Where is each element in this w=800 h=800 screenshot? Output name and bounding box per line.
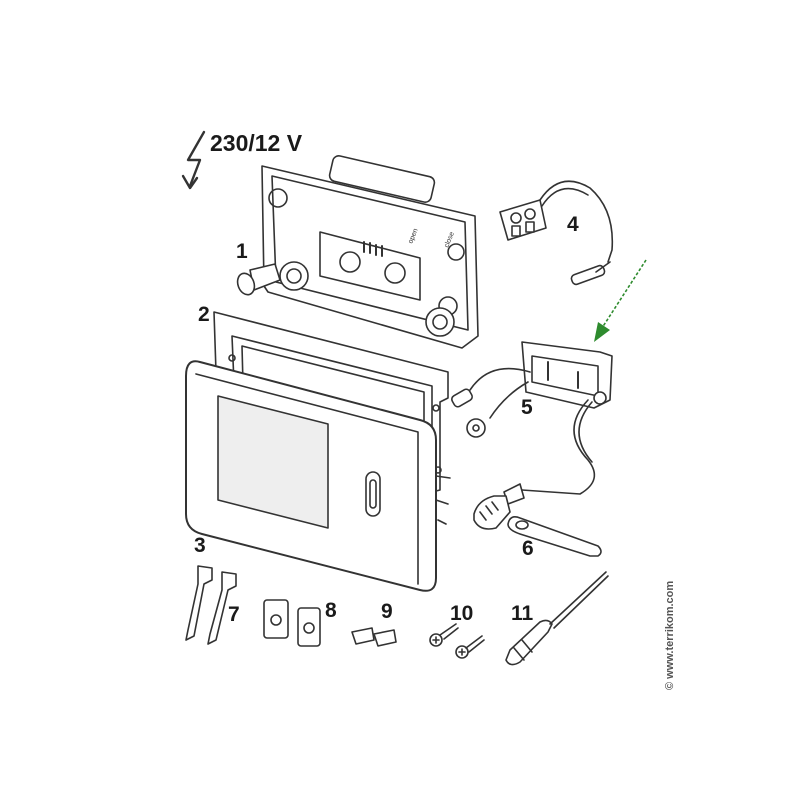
callout-5: 5: [521, 396, 533, 419]
green-arrow-icon: [594, 259, 647, 342]
callout-1: 1: [236, 240, 248, 263]
callout-3: 3: [194, 534, 206, 557]
callout-6: 6: [522, 537, 534, 560]
part-1-mounting-plate: [236, 155, 479, 349]
callout-2: 2: [198, 303, 210, 326]
callout-4: 4: [567, 213, 579, 236]
part-6-magnetic-key: [507, 516, 602, 557]
callout-7: 7: [228, 603, 240, 626]
callout-9: 9: [381, 600, 393, 623]
part-8-brackets: [263, 599, 321, 647]
part-3-cover-panel: [185, 360, 451, 592]
part-10-screws: [429, 623, 485, 659]
voltage-label: 230/12 V: [210, 130, 303, 156]
lightning-bolt-icon: [181, 130, 206, 190]
callout-11: 11: [511, 602, 534, 625]
part-4-terminal-block: [499, 180, 614, 286]
part-9-caps: [351, 627, 397, 647]
part-7-spring-clips: [185, 565, 237, 645]
callout-10: 10: [450, 602, 474, 625]
part-5-sensor-module: [451, 341, 613, 530]
part-11-screwdriver: [505, 571, 609, 666]
callout-8: 8: [325, 599, 337, 622]
copyright-watermark: © www.terrikom.com: [664, 580, 676, 690]
